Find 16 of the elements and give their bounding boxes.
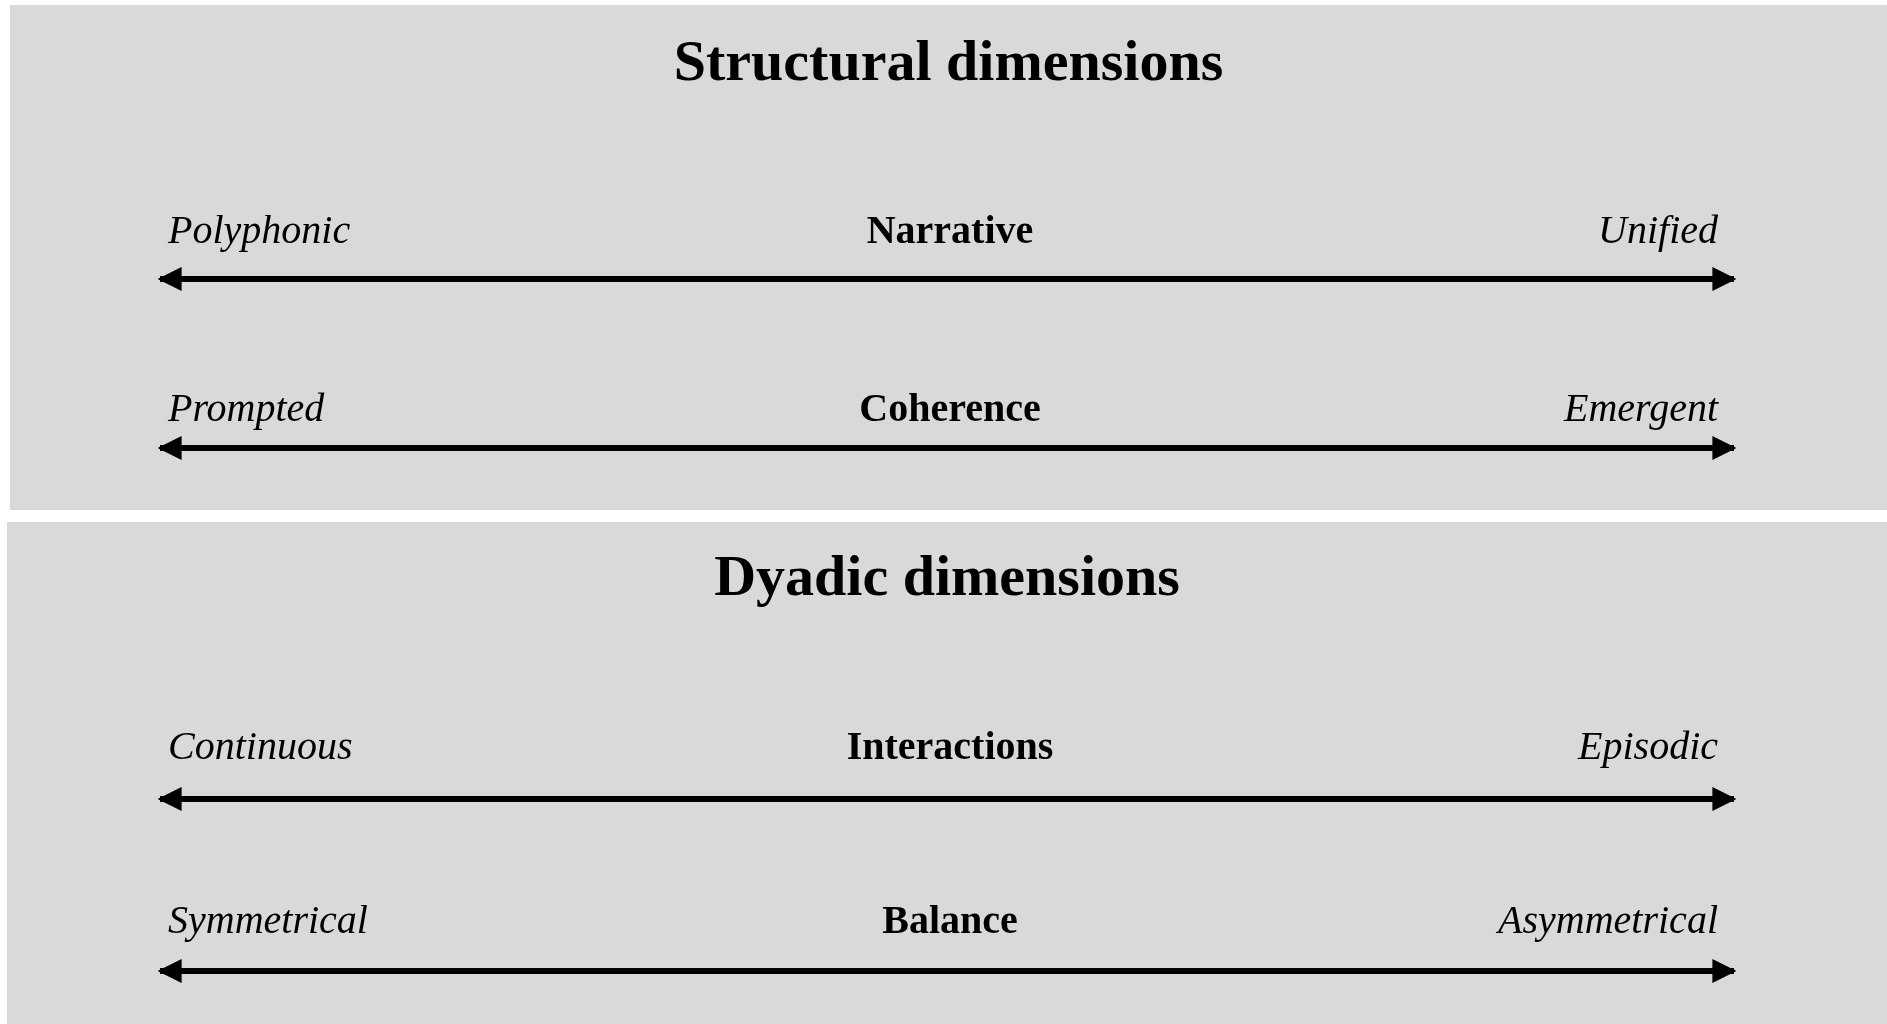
dimension-name: Coherence: [859, 388, 1041, 428]
dimension-name: Interactions: [846, 726, 1054, 766]
pole-label: Asymmetrical: [1498, 900, 1718, 940]
dimension-name: Narrative: [866, 210, 1034, 250]
panel-heading: Dyadic dimensions: [713, 542, 1181, 609]
pole-label: Episodic: [1578, 726, 1718, 766]
panel-background: [10, 5, 1887, 510]
pole-label: Continuous: [168, 726, 353, 766]
pole-label: Symmetrical: [168, 900, 368, 940]
pole-label: Polyphonic: [168, 210, 351, 250]
pole-label: Prompted: [168, 388, 325, 428]
pole-label: Unified: [1598, 210, 1718, 250]
panel-background: [7, 522, 1887, 1024]
dimension-name: Balance: [882, 900, 1018, 940]
pole-label: Emergent: [1563, 388, 1718, 428]
panel-heading: Structural dimensions: [672, 27, 1225, 94]
